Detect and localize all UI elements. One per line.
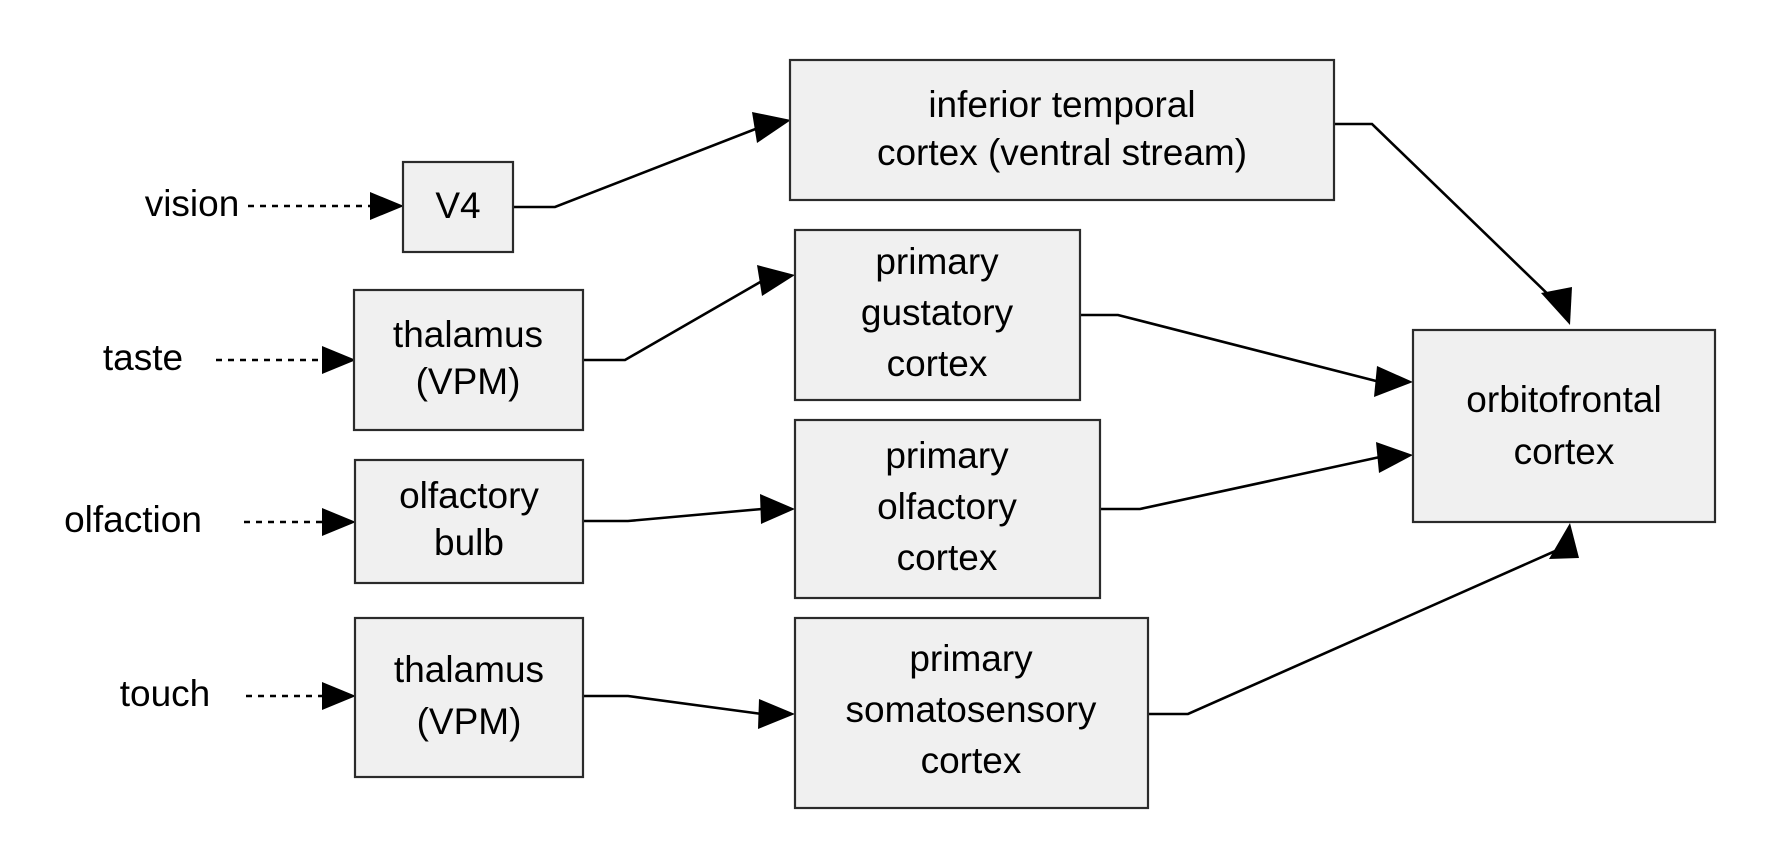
edge-touch-to-thalamus	[246, 682, 356, 710]
edge-line	[1080, 313, 1381, 384]
node-label-olfactory-cortex-line3: cortex	[897, 537, 998, 578]
input-label-vision: vision	[145, 183, 240, 224]
node-primary-gustatory-cortex[interactable]: primary gustatory cortex	[793, 228, 1082, 402]
node-label-it-line2: cortex (ventral stream)	[877, 132, 1247, 173]
edge-gustatory-to-ofc	[1080, 313, 1413, 397]
input-label-olfaction: olfaction	[64, 499, 202, 540]
edge-thalamus-to-somatosensory	[583, 694, 795, 729]
arrow-head-icon	[1376, 442, 1413, 473]
edge-olfactory-cortex-to-ofc	[1100, 442, 1413, 511]
node-label-somatosensory-line2: somatosensory	[846, 689, 1097, 730]
arrow-head-icon	[322, 346, 356, 374]
edge-olfaction-to-bulb	[244, 508, 356, 536]
edge-line	[583, 279, 763, 362]
node-orbitofrontal-cortex[interactable]: orbitofrontal cortex	[1411, 328, 1717, 524]
edge-v4-to-inferior-temporal	[513, 112, 791, 209]
node-olfactory-bulb[interactable]: olfactory bulb	[353, 458, 585, 585]
node-label-it-line1: inferior temporal	[928, 84, 1195, 125]
arrow-head-icon	[752, 112, 791, 143]
arrow-head-icon	[1549, 523, 1579, 559]
edge-line	[513, 126, 759, 209]
node-label-somatosensory-line3: cortex	[921, 740, 1022, 781]
node-thalamus-vpm-taste[interactable]: thalamus (VPM)	[352, 288, 585, 432]
node-label-thalamus-line1: thalamus	[393, 314, 543, 355]
node-label-thalamus-line2: (VPM)	[416, 361, 521, 402]
node-box[interactable]	[401, 160, 515, 254]
arrow-head-icon	[1541, 287, 1572, 325]
node-box[interactable]	[1411, 328, 1717, 524]
node-primary-olfactory-cortex[interactable]: primary olfactory cortex	[793, 418, 1102, 600]
node-box[interactable]	[353, 616, 585, 779]
node-label-thalamus-touch-line2: (VPM)	[417, 701, 522, 742]
node-label-gustatory-line2: gustatory	[861, 292, 1014, 333]
edge-somatosensory-to-ofc	[1148, 523, 1579, 716]
node-box[interactable]	[353, 458, 585, 585]
edge-bulb-to-olfactory-cortex	[583, 494, 795, 524]
node-inferior-temporal-cortex[interactable]: inferior temporal cortex (ventral stream…	[788, 58, 1336, 202]
node-label-olfactory-bulb-line2: bulb	[434, 522, 504, 563]
node-label-v4: V4	[435, 185, 480, 226]
node-label-thalamus-touch-line1: thalamus	[394, 649, 544, 690]
arrow-head-icon	[370, 192, 404, 220]
arrow-head-icon	[757, 265, 795, 296]
edge-inferior-temporal-to-ofc	[1334, 122, 1572, 325]
arrow-head-icon	[322, 508, 356, 536]
node-label-olfactory-cortex-line2: olfactory	[877, 486, 1017, 527]
edge-line	[583, 507, 763, 523]
arrow-head-icon	[758, 699, 795, 729]
node-primary-somatosensory-cortex[interactable]: primary somatosensory cortex	[793, 616, 1150, 810]
edge-line	[1148, 546, 1563, 716]
edge-line	[1100, 455, 1381, 511]
input-label-taste: taste	[103, 337, 183, 378]
node-label-olfactory-bulb-line1: olfactory	[399, 475, 539, 516]
node-label-ofc-line1: orbitofrontal	[1466, 379, 1661, 420]
node-box[interactable]	[788, 58, 1336, 202]
node-v4[interactable]: V4	[401, 160, 515, 254]
node-box[interactable]	[793, 228, 1082, 402]
node-label-ofc-line2: cortex	[1514, 431, 1615, 472]
edge-line	[583, 694, 763, 716]
node-label-olfactory-cortex-line1: primary	[885, 435, 1009, 476]
node-label-gustatory-line3: cortex	[887, 343, 988, 384]
input-label-touch: touch	[120, 673, 211, 714]
edge-line	[1334, 122, 1557, 303]
edge-taste-to-thalamus	[216, 346, 356, 374]
edge-thalamus-to-gustatory	[583, 265, 795, 362]
node-label-somatosensory-line1: primary	[909, 638, 1033, 679]
arrow-head-icon	[760, 494, 795, 524]
node-box[interactable]	[352, 288, 585, 432]
arrow-head-icon	[1374, 366, 1413, 397]
arrow-head-icon	[322, 682, 356, 710]
edge-vision-to-v4	[248, 192, 404, 220]
node-box[interactable]	[793, 418, 1102, 600]
node-label-gustatory-line1: primary	[875, 241, 999, 282]
node-box[interactable]	[793, 616, 1150, 810]
node-thalamus-vpm-touch[interactable]: thalamus (VPM)	[353, 616, 585, 779]
